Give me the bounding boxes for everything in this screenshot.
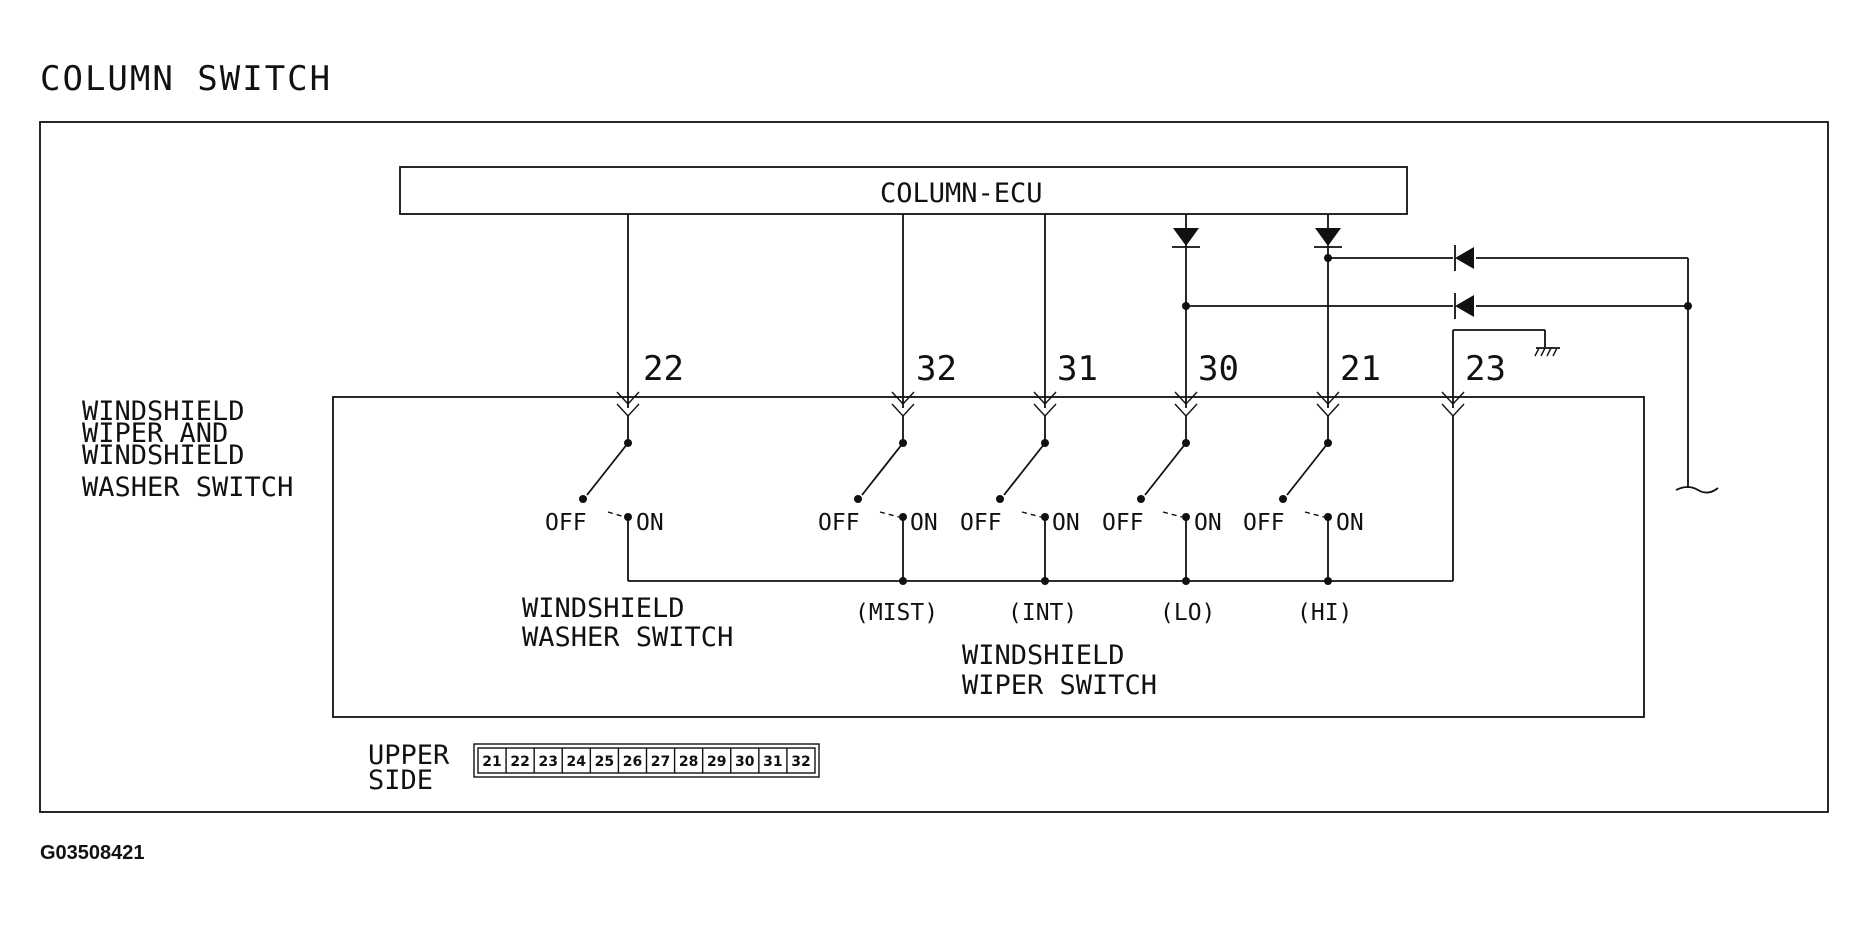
svg-text:OFF: OFF <box>818 510 860 536</box>
svg-text:WASHER SWITCH: WASHER SWITCH <box>522 622 733 653</box>
washer-switch-label: WINDSHIELD WASHER SWITCH <box>522 593 733 653</box>
column-ecu-label: COLUMN-ECU <box>880 178 1043 209</box>
svg-text:WINDSHIELD: WINDSHIELD <box>522 593 685 624</box>
connector-terminal: 30 <box>735 754 755 770</box>
pin-numbers: 22 32 31 30 21 23 <box>643 349 1506 389</box>
pin-23: 23 <box>1465 349 1506 389</box>
ground-icon <box>1534 347 1560 357</box>
pin-22: 22 <box>643 349 684 389</box>
connector-terminal: 26 <box>623 754 642 770</box>
mist-switch: OFF ON <box>818 439 938 581</box>
connector-terminal: 23 <box>538 754 557 770</box>
diode-icon <box>1454 293 1474 319</box>
svg-text:ON: ON <box>1052 510 1080 536</box>
svg-text:WIPER AND: WIPER AND <box>82 418 228 449</box>
connector-terminal: 29 <box>707 754 726 770</box>
mode-lo: (LO) <box>1160 600 1215 626</box>
lo-switch: OFF ON <box>1102 439 1222 581</box>
wiper-switch-label: WINDSHIELD WIPER SWITCH <box>962 640 1157 701</box>
svg-text:ON: ON <box>1336 510 1364 536</box>
switch-assembly-label: WINDSHIELD WIPER AND WINDSHIELD WASHER S… <box>82 396 293 503</box>
svg-text:OFF: OFF <box>1102 510 1144 536</box>
diode-icon <box>1314 228 1342 248</box>
mode-mist: (MIST) <box>855 600 938 626</box>
svg-text:ON: ON <box>636 510 664 536</box>
hi-switch: OFF ON <box>1243 439 1364 581</box>
pin-32: 32 <box>916 349 957 389</box>
connector-pin-icons <box>616 391 1465 418</box>
switch-assembly-box <box>332 396 1645 718</box>
svg-text:WINDSHIELD: WINDSHIELD <box>82 440 245 471</box>
mode-hi: (HI) <box>1297 600 1352 626</box>
svg-text:WASHER SWITCH: WASHER SWITCH <box>82 472 293 503</box>
connector-terminal: 27 <box>651 754 670 770</box>
svg-text:WIPER SWITCH: WIPER SWITCH <box>962 670 1157 701</box>
svg-text:OFF: OFF <box>960 510 1002 536</box>
svg-text:WINDSHIELD: WINDSHIELD <box>82 396 245 427</box>
column-switch-frame <box>39 121 1829 813</box>
pin-30: 30 <box>1198 349 1239 389</box>
figure-code: G03508421 <box>40 842 145 864</box>
svg-text:ON: ON <box>1194 510 1222 536</box>
ground-wire <box>1453 329 1546 347</box>
washer-switch: OFF ON <box>545 439 664 581</box>
diagram-title: COLUMN SWITCH <box>40 59 332 99</box>
diode-icon <box>1172 228 1200 248</box>
connector-face: 21 22 23 24 25 26 27 28 29 30 31 32 <box>473 743 820 778</box>
svg-text:WINDSHIELD: WINDSHIELD <box>962 640 1125 671</box>
switch-feed-wires <box>627 416 1454 581</box>
pin-21: 21 <box>1340 349 1381 389</box>
svg-text:ON: ON <box>910 510 938 536</box>
connector-terminal: 31 <box>763 754 782 770</box>
diode-network <box>1182 254 1719 494</box>
pin-31: 31 <box>1057 349 1098 389</box>
connector-terminal: 25 <box>595 754 614 770</box>
common-return-wire <box>628 577 1453 585</box>
mode-labels: (MIST) (INT) (LO) (HI) <box>855 600 1352 626</box>
int-switch: OFF ON <box>960 439 1080 581</box>
connector-label: UPPER SIDE <box>368 740 450 796</box>
svg-text:OFF: OFF <box>545 510 587 536</box>
diode-icon <box>1454 245 1474 271</box>
svg-text:OFF: OFF <box>1243 510 1285 536</box>
connector-terminal: 21 <box>482 754 501 770</box>
connector-terminal: 28 <box>679 754 698 770</box>
mode-int: (INT) <box>1008 600 1077 626</box>
connector-terminal: 32 <box>791 754 810 770</box>
connector-terminal: 24 <box>567 754 587 770</box>
svg-text:SIDE: SIDE <box>368 765 433 796</box>
connector-terminal: 22 <box>510 754 529 770</box>
svg-text:UPPER: UPPER <box>368 740 450 771</box>
